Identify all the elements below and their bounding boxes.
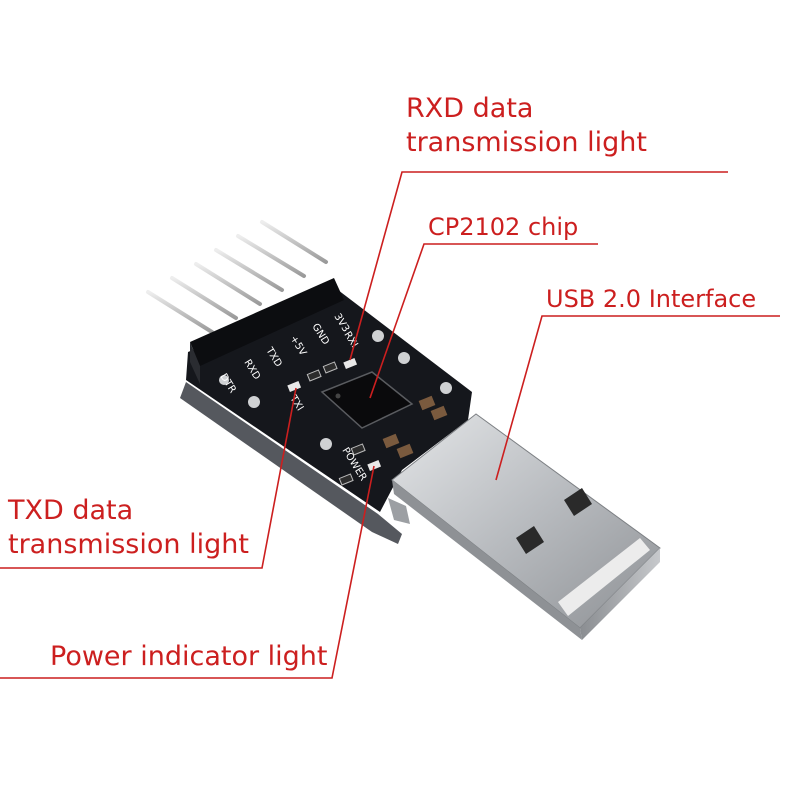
pcb-board: 3V3 GND +5V TXD RXD DTR RXI TXI POWER (180, 278, 472, 544)
smd-capacitor (382, 433, 400, 449)
chip-pin1-dot (335, 393, 341, 399)
txd-led (287, 380, 302, 392)
power-led (367, 459, 382, 471)
cp2102-chip (320, 371, 414, 429)
usb-a-connector (388, 413, 661, 640)
leader-line-usb (495, 315, 780, 481)
mounting-hole (440, 382, 452, 394)
leader-lines (0, 171, 780, 679)
usb-front-face (580, 548, 660, 640)
smd-resistor (322, 361, 338, 374)
usb-latch-hole (516, 526, 544, 554)
leader-line-txd (0, 387, 297, 569)
leader-line-rxd (349, 171, 728, 361)
smd-resistor (338, 473, 354, 486)
rxd-led (343, 357, 358, 369)
label-usb-interface: USB 2.0 Interface (546, 282, 756, 316)
label-rxd-line2: transmission light (406, 127, 647, 158)
header-pins (146, 220, 328, 334)
smd-resistor (306, 369, 322, 382)
mounting-hole (248, 396, 260, 408)
label-txd-line2: transmission light (8, 529, 249, 560)
label-txd-line1: TXD data (8, 495, 134, 526)
leader-line-chip (369, 243, 598, 399)
header-pin (194, 262, 262, 306)
usb-latch-hole (564, 488, 592, 516)
label-chip-text: CP2102 chip (428, 213, 579, 241)
label-power-text: Power indicator light (50, 641, 328, 672)
label-rxd-line1: RXD data (406, 93, 534, 124)
header-pin (214, 248, 284, 292)
label-usb-text: USB 2.0 Interface (546, 285, 757, 313)
usb-mount-tab (388, 498, 410, 524)
label-cp2102-chip: CP2102 chip (428, 210, 578, 244)
header-pin (146, 290, 214, 334)
smd-capacitor (418, 395, 436, 411)
header-strip (190, 278, 344, 366)
header-strip-front (190, 342, 200, 384)
mounting-hole (372, 330, 384, 342)
header-pin (260, 220, 328, 264)
mounting-hole (398, 352, 410, 364)
smd-resistor (350, 443, 366, 456)
label-rxd-light: RXD data transmission light (406, 92, 647, 160)
pcb-edge (180, 382, 402, 544)
leader-line-power (0, 465, 375, 679)
header-pin (236, 234, 306, 278)
smd-capacitor (430, 405, 448, 421)
mounting-hole (320, 438, 332, 450)
usb-side-face (392, 480, 582, 640)
header-pin (170, 276, 238, 320)
smd-capacitor (396, 443, 414, 459)
usb-insert (558, 538, 650, 616)
label-power-light: Power indicator light (50, 640, 328, 674)
mounting-hole (219, 375, 229, 385)
label-txd-light: TXD data transmission light (8, 494, 249, 562)
